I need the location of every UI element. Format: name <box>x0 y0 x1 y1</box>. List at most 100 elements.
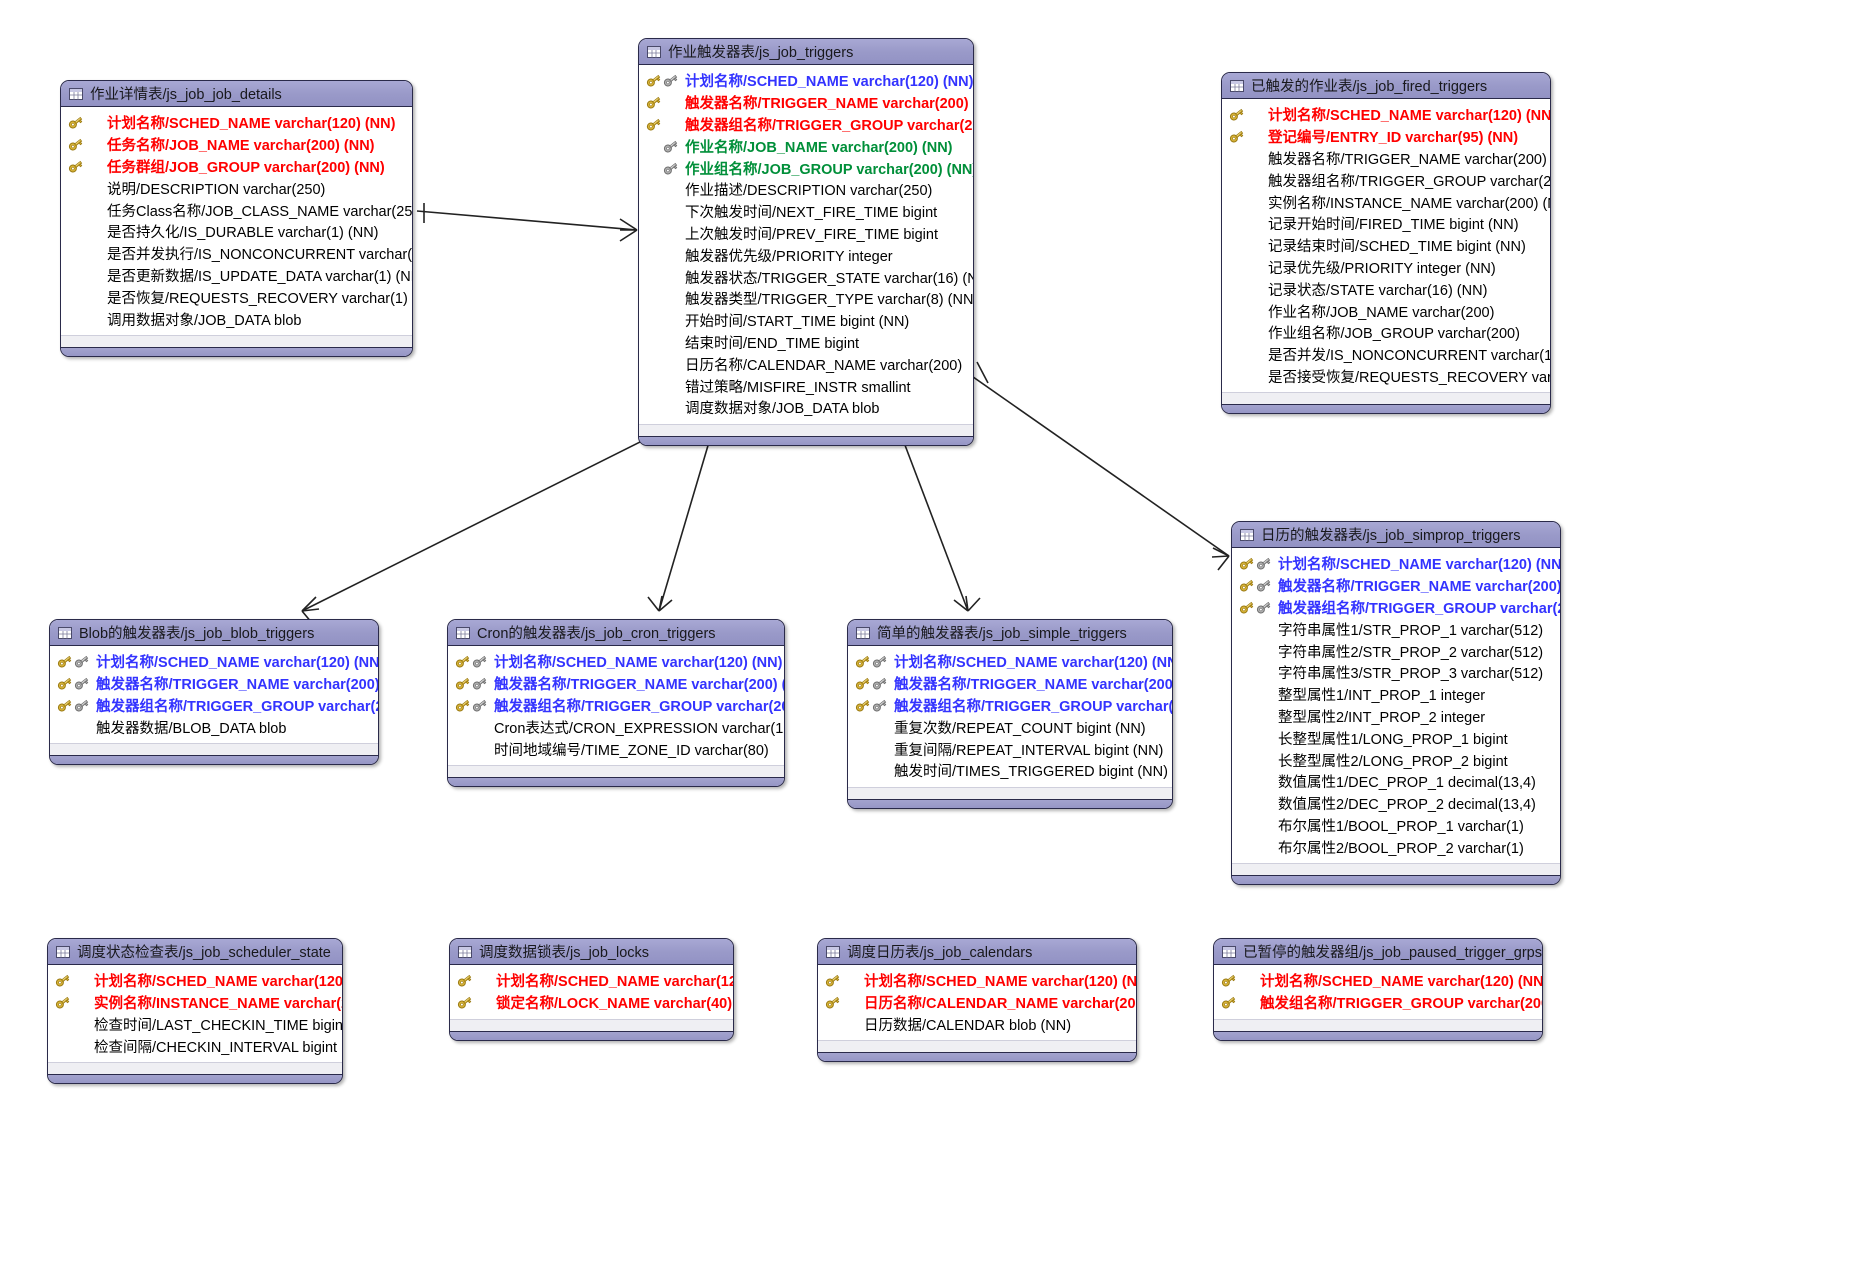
attribute-row[interactable]: 记录开始时间/FIRED_TIME bigint (NN) <box>1228 213 1542 235</box>
entity-header-fired_triggers[interactable]: 已触发的作业表/js_job_fired_triggers <box>1222 73 1550 99</box>
attribute-row[interactable]: 日历数据/CALENDAR blob (NN) <box>824 1014 1128 1036</box>
attribute-row[interactable]: 数值属性1/DEC_PROP_1 decimal(13,4) <box>1238 771 1552 793</box>
attribute-row[interactable]: 触发器状态/TRIGGER_STATE varchar(16) (NN) <box>645 266 973 288</box>
attribute-row[interactable]: 触发时间/TIMES_TRIGGERED bigint (NN) <box>854 760 1168 782</box>
attribute-row[interactable]: 时间地域编号/TIME_ZONE_ID varchar(80) <box>454 738 776 760</box>
attribute-row[interactable]: 计划名称/SCHED_NAME varchar(120) (NN) <box>824 970 1136 992</box>
attribute-row[interactable]: 锁定名称/LOCK_NAME varchar(40) (NN) <box>456 992 733 1014</box>
attribute-row[interactable]: 触发器名称/TRIGGER_NAME varchar(200) (NN) <box>56 673 378 695</box>
attribute-row[interactable]: 触发器优先级/PRIORITY integer <box>645 244 965 266</box>
entity-calendars[interactable]: 调度日历表/js_job_calendars 计划名称/SCHED_NAME va… <box>817 938 1137 1063</box>
attribute-row[interactable]: 计划名称/SCHED_NAME varchar(120) (NN) <box>854 651 1172 673</box>
attribute-row[interactable]: 计划名称/SCHED_NAME varchar(120) (NN) <box>56 651 378 673</box>
attribute-row[interactable]: 长整型属性2/LONG_PROP_2 bigint <box>1238 749 1552 771</box>
attribute-row[interactable]: 计划名称/SCHED_NAME varchar(120) (NN) <box>1228 104 1550 126</box>
attribute-row[interactable]: 是否持久化/IS_DURABLE varchar(1) (NN) <box>67 221 404 243</box>
attribute-row[interactable]: 是否并发执行/IS_NONCONCURRENT varchar(1) (NN) <box>67 243 412 265</box>
attribute-row[interactable]: 字符串属性2/STR_PROP_2 varchar(512) <box>1238 640 1552 662</box>
attribute-row[interactable]: 触发器名称/TRIGGER_NAME varchar(200) (NN) <box>854 673 1172 695</box>
attribute-row[interactable]: 触发器名称/TRIGGER_NAME varchar(200) (NN) <box>1238 575 1560 597</box>
attribute-row[interactable]: 是否恢复/REQUESTS_RECOVERY varchar(1) (NN) <box>67 286 412 308</box>
attribute-row[interactable]: 是否更新数据/IS_UPDATE_DATA varchar(1) (NN) <box>67 265 412 287</box>
entity-header-simple_triggers[interactable]: 简单的触发器表/js_job_simple_triggers <box>848 620 1172 646</box>
attribute-row[interactable]: 任务Class名称/JOB_CLASS_NAME varchar(250) (N… <box>67 199 412 221</box>
attribute-row[interactable]: 错过策略/MISFIRE_INSTR smallint <box>645 375 965 397</box>
attribute-row[interactable]: 触发组名称/TRIGGER_GROUP varchar(200) (NN) <box>1220 992 1542 1014</box>
attribute-row[interactable]: 作业组名称/JOB_GROUP varchar(200) <box>1228 322 1542 344</box>
attribute-row[interactable]: 整型属性1/INT_PROP_1 integer <box>1238 684 1552 706</box>
entity-locks[interactable]: 调度数据锁表/js_job_locks 计划名称/SCHED_NAME varch… <box>449 938 734 1041</box>
entity-header-simprop_triggers[interactable]: 日历的触发器表/js_job_simprop_triggers <box>1232 522 1560 548</box>
attribute-row[interactable]: 日历名称/CALENDAR_NAME varchar(200) <box>645 353 965 375</box>
attribute-row[interactable]: 结束时间/END_TIME bigint <box>645 332 965 354</box>
attribute-row[interactable]: 作业名称/JOB_NAME varchar(200) (NN) <box>645 135 965 157</box>
entity-header-job_triggers[interactable]: 作业触发器表/js_job_triggers <box>639 39 973 65</box>
attribute-row[interactable]: 作业组名称/JOB_GROUP varchar(200) (NN) <box>645 157 973 179</box>
attribute-row[interactable]: 布尔属性2/BOOL_PROP_2 varchar(1) <box>1238 836 1552 858</box>
attribute-row[interactable]: 记录结束时间/SCHED_TIME bigint (NN) <box>1228 235 1542 257</box>
attribute-row[interactable]: 计划名称/SCHED_NAME varchar(120) (NN) <box>645 70 973 92</box>
attribute-row[interactable]: 日历名称/CALENDAR_NAME varchar(200) (NN) <box>824 992 1136 1014</box>
attribute-row[interactable]: 实例名称/INSTANCE_NAME varchar(200) (NN) <box>1228 191 1550 213</box>
attribute-row[interactable]: 检查时间/LAST_CHECKIN_TIME bigint (NN) <box>54 1014 342 1036</box>
attribute-row[interactable]: 是否接受恢复/REQUESTS_RECOVERY varchar(1) <box>1228 366 1550 388</box>
attribute-row[interactable]: 调用数据对象/JOB_DATA blob <box>67 308 404 330</box>
attribute-row[interactable]: 字符串属性3/STR_PROP_3 varchar(512) <box>1238 662 1552 684</box>
attribute-row[interactable]: 重复次数/REPEAT_COUNT bigint (NN) <box>854 716 1164 738</box>
attribute-row[interactable]: 记录优先级/PRIORITY integer (NN) <box>1228 257 1542 279</box>
attribute-row[interactable]: 触发器组名称/TRIGGER_GROUP varchar(200) (NN) <box>1228 169 1550 191</box>
attribute-row[interactable]: 触发器组名称/TRIGGER_GROUP varchar(200) (NN) <box>454 695 784 717</box>
attribute-row[interactable]: 触发器组名称/TRIGGER_GROUP varchar(200) (NN) <box>1238 597 1560 619</box>
attribute-row[interactable]: 长整型属性1/LONG_PROP_1 bigint <box>1238 727 1552 749</box>
attribute-row[interactable]: 计划名称/SCHED_NAME varchar(120) (NN) <box>1220 970 1542 992</box>
entity-blob_triggers[interactable]: Blob的触发器表/js_job_blob_triggers 计划名称/SCHED… <box>49 619 379 766</box>
attribute-row[interactable]: 任务群组/JOB_GROUP varchar(200) (NN) <box>67 156 404 178</box>
attribute-row[interactable]: 说明/DESCRIPTION varchar(250) <box>67 177 404 199</box>
entity-fired_triggers[interactable]: 已触发的作业表/js_job_fired_triggers 计划名称/SCHED_… <box>1221 72 1551 415</box>
attribute-row[interactable]: 下次触发时间/NEXT_FIRE_TIME bigint <box>645 201 965 223</box>
entity-header-job_details[interactable]: 作业详情表/js_job_job_details <box>61 81 412 107</box>
entity-cron_triggers[interactable]: Cron的触发器表/js_job_cron_triggers 计划名称/SCHED… <box>447 619 785 787</box>
attribute-row[interactable]: 作业描述/DESCRIPTION varchar(250) <box>645 179 965 201</box>
entity-header-cron_triggers[interactable]: Cron的触发器表/js_job_cron_triggers <box>448 620 784 646</box>
attribute-row[interactable]: 实例名称/INSTANCE_NAME varchar(200) (NN) <box>54 992 342 1014</box>
attribute-row[interactable]: 开始时间/START_TIME bigint (NN) <box>645 310 965 332</box>
attribute-row[interactable]: 计划名称/SCHED_NAME varchar(120) (NN) <box>454 651 782 673</box>
attribute-row[interactable]: 计划名称/SCHED_NAME varchar(120) (NN) <box>456 970 733 992</box>
attribute-row[interactable]: 触发器组名称/TRIGGER_GROUP varchar(200) (NN) <box>56 695 378 717</box>
attribute-row[interactable]: 数值属性2/DEC_PROP_2 decimal(13,4) <box>1238 793 1552 815</box>
attribute-row[interactable]: 登记编号/ENTRY_ID varchar(95) (NN) <box>1228 126 1542 148</box>
attribute-row[interactable]: 任务名称/JOB_NAME varchar(200) (NN) <box>67 134 404 156</box>
attribute-row[interactable]: 上次触发时间/PREV_FIRE_TIME bigint <box>645 223 965 245</box>
attribute-row[interactable]: 检查间隔/CHECKIN_INTERVAL bigint (NN) <box>54 1035 342 1057</box>
attribute-row[interactable]: 作业名称/JOB_NAME varchar(200) <box>1228 300 1542 322</box>
entity-header-blob_triggers[interactable]: Blob的触发器表/js_job_blob_triggers <box>50 620 378 646</box>
attribute-row[interactable]: 触发器名称/TRIGGER_NAME varchar(200) (NN) <box>454 673 784 695</box>
attribute-row[interactable]: 调度数据对象/JOB_DATA blob <box>645 397 965 419</box>
attribute-row[interactable]: 计划名称/SCHED_NAME varchar(120) (NN) <box>54 970 342 992</box>
attribute-row[interactable]: 字符串属性1/STR_PROP_1 varchar(512) <box>1238 618 1552 640</box>
entity-simprop_triggers[interactable]: 日历的触发器表/js_job_simprop_triggers 计划名称/SCHE… <box>1231 521 1561 886</box>
attribute-row[interactable]: 重复间隔/REPEAT_INTERVAL bigint (NN) <box>854 738 1164 760</box>
attribute-row[interactable]: 触发器类型/TRIGGER_TYPE varchar(8) (NN) <box>645 288 973 310</box>
entity-job_details[interactable]: 作业详情表/js_job_job_details 计划名称/SCHED_NAME … <box>60 80 413 357</box>
attribute-row[interactable]: 记录状态/STATE varchar(16) (NN) <box>1228 278 1542 300</box>
attribute-row[interactable]: Cron表达式/CRON_EXPRESSION varchar(120) (NN… <box>454 716 784 738</box>
entity-header-locks[interactable]: 调度数据锁表/js_job_locks <box>450 939 733 965</box>
attribute-row[interactable]: 触发器组名称/TRIGGER_GROUP varchar(200) (NN) <box>645 114 973 136</box>
attribute-row[interactable]: 触发器数据/BLOB_DATA blob <box>56 716 370 738</box>
attribute-row[interactable]: 触发器名称/TRIGGER_NAME varchar(200) (NN) <box>1228 148 1550 170</box>
attribute-row[interactable]: 触发器名称/TRIGGER_NAME varchar(200) (NN) <box>645 92 973 114</box>
attribute-row[interactable]: 计划名称/SCHED_NAME varchar(120) (NN) <box>1238 553 1560 575</box>
attribute-row[interactable]: 整型属性2/INT_PROP_2 integer <box>1238 706 1552 728</box>
attribute-row[interactable]: 是否并发/IS_NONCONCURRENT varchar(1) <box>1228 344 1550 366</box>
entity-simple_triggers[interactable]: 简单的触发器表/js_job_simple_triggers 计划名称/SCHED… <box>847 619 1173 809</box>
entity-header-calendars[interactable]: 调度日历表/js_job_calendars <box>818 939 1136 965</box>
entity-job_triggers[interactable]: 作业触发器表/js_job_triggers 计划名称/SCHED_NAME va… <box>638 38 974 446</box>
entity-paused_trigger_grps[interactable]: 已暂停的触发器组/js_job_paused_trigger_grps 计划名称/… <box>1213 938 1543 1041</box>
entity-scheduler_state[interactable]: 调度状态检查表/js_job_scheduler_state 计划名称/SCHED… <box>47 938 343 1085</box>
attribute-row[interactable]: 计划名称/SCHED_NAME varchar(120) (NN) <box>67 112 404 134</box>
attribute-row[interactable]: 布尔属性1/BOOL_PROP_1 varchar(1) <box>1238 815 1552 837</box>
entity-header-scheduler_state[interactable]: 调度状态检查表/js_job_scheduler_state <box>48 939 342 965</box>
entity-header-paused_trigger_grps[interactable]: 已暂停的触发器组/js_job_paused_trigger_grps <box>1214 939 1542 965</box>
